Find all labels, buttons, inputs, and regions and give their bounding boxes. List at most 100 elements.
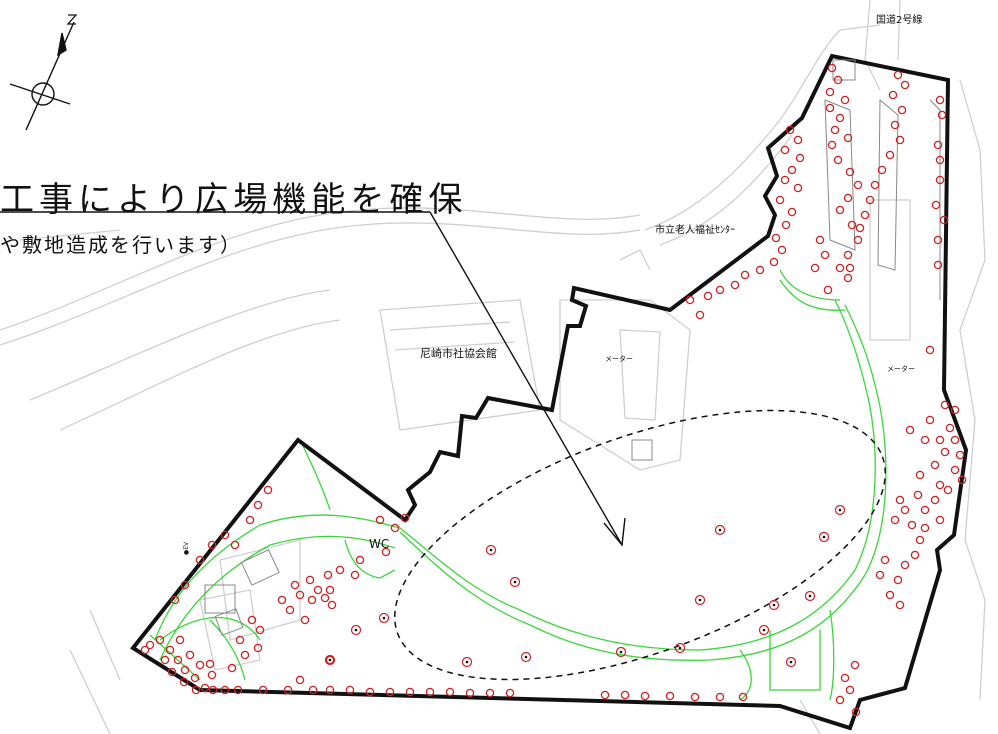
tree-icon (931, 200, 941, 210)
tree-icon (893, 575, 903, 585)
tree-icon (920, 523, 930, 533)
tree-icon (375, 515, 385, 525)
tree-icon (730, 280, 740, 290)
tree-icon (313, 585, 323, 595)
callout-subtitle: や敷地造成を行います） (0, 233, 242, 257)
tree-icon (885, 590, 895, 600)
callout-pointer (0, 211, 626, 547)
tree-icon (950, 405, 960, 415)
tree-icon (955, 450, 965, 460)
tree-icon (895, 600, 905, 610)
tree-icon (308, 685, 318, 695)
numbered-marker-dot (789, 660, 793, 664)
numbered-marker-dot (762, 628, 766, 632)
tree-icon (253, 643, 263, 653)
label-meter-1: メーター (605, 355, 633, 363)
tree-icon (933, 260, 943, 270)
tree-icon (230, 540, 240, 550)
tree-icon (445, 687, 455, 697)
tree-icon (827, 63, 837, 73)
tree-icon (295, 590, 305, 600)
tree-icon (685, 295, 695, 305)
tree-icon (935, 155, 945, 165)
tree-icon (777, 245, 787, 255)
tree-icon (165, 645, 175, 655)
tree-icon (787, 165, 797, 175)
tree-icon (897, 105, 907, 115)
tree-icon (170, 595, 180, 605)
tree-icon (620, 690, 630, 700)
tree-icon (930, 495, 940, 505)
tree-icon (277, 595, 287, 605)
tree-icon (920, 505, 930, 515)
numbered-marker-icon (324, 654, 336, 666)
numbered-marker-icon (674, 642, 686, 654)
tree-icon (390, 523, 400, 533)
tree-icon (895, 135, 905, 145)
tree-icon (875, 570, 885, 580)
tree-icon (247, 615, 257, 625)
tree-icon (780, 175, 790, 185)
tree-icon (755, 265, 765, 275)
tree-icon (888, 90, 898, 100)
numbered-marker-dot (718, 528, 722, 532)
tree-icon (173, 655, 183, 665)
tree-icon (853, 180, 863, 190)
tree-icon (195, 660, 205, 670)
label-welfare-hall: 尼崎市社協会館 (420, 347, 497, 360)
tree-icon (207, 670, 217, 680)
tree-icon (180, 580, 190, 590)
numbered-marker-icon (520, 651, 532, 663)
tree-icon (935, 515, 945, 525)
numbered-marker-dot (489, 548, 493, 552)
numbered-marker-dot (678, 646, 682, 650)
tree-icon (381, 547, 391, 557)
numbered-marker-icon (804, 590, 816, 602)
numbered-marker-dot (382, 616, 386, 620)
tree-icon (787, 207, 797, 217)
tree-icon (715, 692, 725, 702)
tree-icon (290, 580, 300, 590)
tree-icon (825, 87, 835, 97)
label-meter-2: メーター (887, 365, 915, 373)
numbered-marker-icon (768, 599, 780, 611)
tree-icon (715, 285, 725, 295)
tree-icon (190, 673, 200, 683)
tree-icon (325, 685, 335, 695)
numbered-markers (324, 504, 846, 668)
tree-icon (933, 235, 943, 245)
tree-icon (939, 215, 949, 225)
numbered-marker-dot (838, 508, 842, 512)
tree-icon (900, 560, 910, 570)
callout-title: 工事により広場機能を確保 (0, 180, 468, 220)
numbered-marker-icon (485, 544, 497, 556)
tree-icon (935, 95, 945, 105)
tree-icon (208, 685, 218, 695)
tree-icon (795, 153, 805, 163)
numbered-marker-dot (698, 598, 702, 602)
tree-icon (345, 685, 355, 695)
tree-icon (870, 180, 880, 190)
site-boundary (130, 53, 969, 731)
tree-icon (835, 263, 845, 273)
tree-icon (160, 655, 170, 665)
tree-icon (937, 110, 947, 120)
tree-icon (295, 675, 305, 685)
tree-icon (793, 135, 803, 145)
tree-icon (793, 183, 803, 193)
tree-icon (835, 113, 845, 123)
tree-icon (910, 550, 920, 560)
tree-icon (843, 193, 853, 203)
tree-icon (925, 345, 935, 355)
tree-icon (180, 665, 190, 675)
tree-icon (925, 415, 935, 425)
tree-icon (355, 555, 365, 565)
tree-icon (283, 685, 293, 695)
numbered-marker-icon (785, 656, 797, 668)
label-road: 国道2号線 (876, 15, 923, 26)
tree-icon (640, 691, 650, 701)
numbered-marker-icon (350, 624, 362, 636)
tree-icon (740, 270, 750, 280)
tree-icon (175, 635, 185, 645)
tree-icon (253, 500, 263, 510)
